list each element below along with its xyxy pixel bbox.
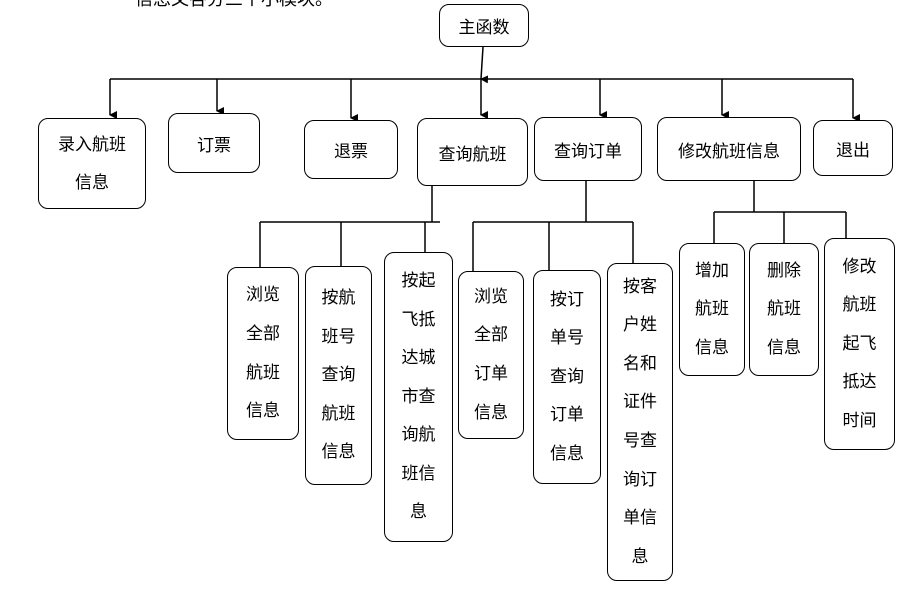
node-label: 信息 [75, 172, 109, 193]
root-label: 主函数 [458, 18, 510, 38]
node-label: 信息 [246, 401, 280, 422]
node-query-flight[interactable]: 查询航班 [417, 118, 528, 186]
node-label: 息 [410, 502, 427, 523]
node-label: 浏览 [246, 285, 280, 306]
node-label: 飞抵 [401, 309, 436, 330]
node-query-by-order-no[interactable]: 按订 单号 查询 订单 信息 [533, 270, 601, 484]
node-label: 信息 [550, 443, 584, 464]
node-label: 查询订单 [554, 141, 622, 162]
node-exit[interactable]: 退出 [813, 120, 893, 176]
node-label: 订单 [550, 405, 584, 426]
node-query-by-customer[interactable]: 按客 户姓 名和 证件 号查 询订 单信 息 [607, 263, 673, 581]
node-modify-flight-time[interactable]: 修改 航班 起飞 抵达 时间 [824, 238, 895, 450]
node-label: 抵达 [842, 372, 877, 393]
node-label: 信息 [695, 337, 729, 358]
node-delete-flight[interactable]: 删除 航班 信息 [749, 243, 819, 376]
node-query-by-flight-no[interactable]: 按航 班号 查询 航班 信息 [305, 266, 372, 485]
node-label: 询航 [401, 425, 436, 446]
node-label: 按起 [401, 270, 436, 291]
node-book-ticket[interactable]: 订票 [168, 113, 260, 173]
node-label: 退票 [334, 142, 368, 162]
node-label: 信息 [767, 337, 801, 358]
node-label: 浏览 [474, 286, 508, 307]
node-label: 增加 [695, 260, 729, 281]
node-label: 班信 [401, 463, 436, 484]
node-modify-flight[interactable]: 修改航班信息 [657, 117, 801, 181]
node-label: 起飞 [842, 333, 877, 354]
node-label: 询订 [623, 469, 657, 490]
node-label: 时间 [842, 410, 877, 431]
node-label: 按订 [550, 289, 584, 310]
node-label: 全部 [246, 323, 280, 344]
top-clipped-text: 信息又各分三个小模块。 [135, 0, 333, 9]
node-label: 市查 [401, 386, 436, 407]
node-label: 按客 [623, 276, 657, 297]
node-label: 查询 [321, 365, 356, 386]
node-label: 信息 [474, 402, 508, 423]
node-label: 班号 [321, 326, 356, 347]
node-label: 全部 [474, 325, 508, 346]
node-label: 航班 [246, 362, 280, 383]
node-label: 删除 [767, 260, 801, 281]
node-query-order[interactable]: 查询订单 [534, 117, 642, 181]
node-entry-flight[interactable]: 录入航班 信息 [38, 118, 146, 209]
node-label: 航班 [695, 299, 729, 320]
node-label: 达城 [401, 348, 436, 369]
node-label: 户姓 [623, 315, 657, 336]
node-label: 号查 [623, 431, 657, 451]
node-label: 按航 [321, 288, 356, 309]
node-label: 单信 [623, 508, 657, 529]
node-browse-all-flights[interactable]: 浏览 全部 航班 信息 [227, 267, 299, 440]
node-label: 修改航班信息 [678, 141, 780, 162]
node-label: 单号 [550, 328, 584, 349]
node-label: 修改 [842, 256, 877, 277]
node-add-flight[interactable]: 增加 航班 信息 [679, 243, 745, 376]
node-label: 订票 [197, 135, 231, 156]
node-label: 信息 [321, 442, 356, 463]
node-label: 查询 [550, 366, 584, 387]
node-browse-all-orders[interactable]: 浏览 全部 订单 信息 [458, 271, 524, 439]
node-query-by-city[interactable]: 按起 飞抵 达城 市查 询航 班信 息 [384, 252, 453, 542]
node-label: 航班 [842, 295, 877, 316]
root-node[interactable]: 主函数 [439, 4, 529, 47]
node-refund-ticket[interactable]: 退票 [304, 120, 398, 179]
node-label: 名和 [623, 353, 657, 374]
node-label: 订单 [474, 364, 508, 384]
node-label: 息 [631, 546, 649, 567]
node-label: 航班 [767, 299, 801, 320]
root-arrow [480, 46, 489, 84]
node-label: 查询航班 [438, 144, 507, 165]
node-label: 录入航班 [58, 134, 126, 155]
node-label: 退出 [836, 140, 870, 161]
node-label: 证件 [623, 392, 657, 413]
node-label: 航班 [321, 403, 356, 424]
